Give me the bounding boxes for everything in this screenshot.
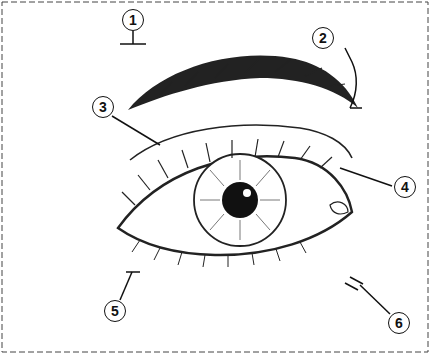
eyebrow-hairs xyxy=(140,60,345,103)
callout-number: 3 xyxy=(92,96,114,118)
upper-lashes xyxy=(122,139,332,205)
callout-number: 5 xyxy=(104,300,126,322)
leader-lines xyxy=(112,31,392,314)
eyebrow xyxy=(128,56,358,110)
frame xyxy=(2,2,428,352)
iris-lines xyxy=(200,160,280,240)
pupil xyxy=(222,182,258,218)
lower-lashes xyxy=(132,240,306,267)
iris xyxy=(194,154,286,246)
callout-number: 1 xyxy=(122,9,144,31)
caruncle xyxy=(330,202,348,214)
highlight xyxy=(243,189,251,197)
callout-number: 2 xyxy=(312,27,334,49)
callout-number: 4 xyxy=(394,176,416,198)
callout-number: 6 xyxy=(388,312,410,334)
